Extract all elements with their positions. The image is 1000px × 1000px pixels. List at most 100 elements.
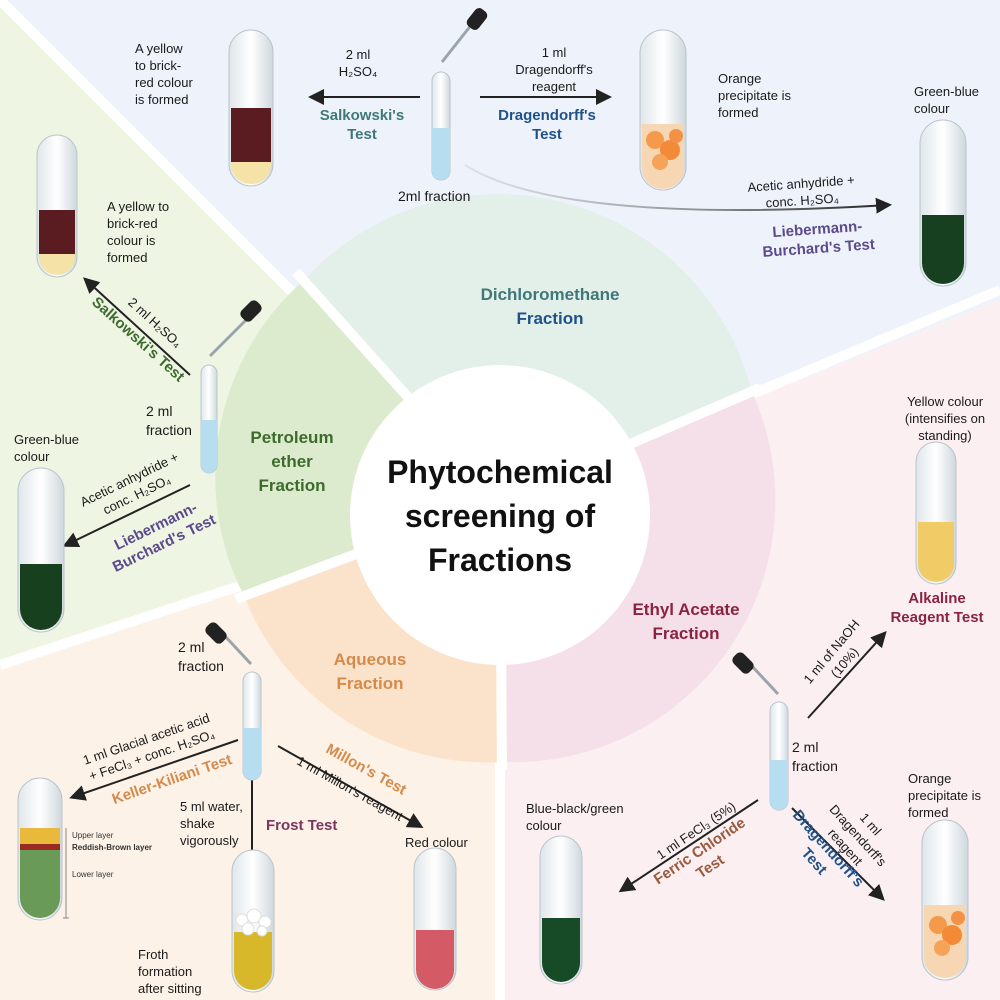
dcm-lb-result-line1: Green-blue <box>914 84 980 99</box>
eth-alk-result-line3: standing) <box>918 428 972 443</box>
eth-drag-result-line3: formed <box>908 805 949 820</box>
eth-drag-result-line2: precipitate is <box>908 788 981 803</box>
aq-millon-arrow <box>277 745 424 828</box>
pet-salk-result-line3: colour is <box>107 233 156 248</box>
arrows <box>62 89 892 904</box>
page-title: Phytochemical screening of Fractions <box>387 454 613 578</box>
aq-kk-tube <box>17 777 69 921</box>
eth-alk-arrow <box>807 631 887 719</box>
fraction-eth-line1: Ethyl Acetate <box>632 600 740 619</box>
aq-millon-tube <box>413 847 457 991</box>
fraction-pet: Petroleum ether Fraction <box>232 426 352 498</box>
aq-fraction-line1: 2 ml <box>178 639 205 655</box>
eth-dropper-icon <box>732 652 780 696</box>
aq-fraction-label: 2 ml fraction <box>178 638 224 676</box>
center-circle <box>350 365 650 665</box>
fraction-pet-line2: ether <box>271 452 313 471</box>
dcm-drag-result-line3: formed <box>718 105 759 120</box>
eth-alk-test-name: Alkaline Reagent Test <box>872 589 1000 627</box>
dcm-lb-result: Green-blue colour <box>914 83 979 117</box>
eth-source-tube <box>769 701 789 811</box>
dcm-lb-arrow <box>464 164 892 214</box>
pet-fraction-line1: 2 ml <box>146 403 173 419</box>
fraction-dcm: Dichloromethane Fraction <box>440 283 660 331</box>
pet-salk-tube <box>36 134 78 278</box>
aq-kk-upper-label: Upper layer <box>72 831 114 840</box>
aq-frost-result-line2: formation <box>138 964 193 979</box>
eth-alk-result: Yellow colour (intensifies on standing) <box>892 393 998 444</box>
fraction-ring <box>215 194 776 771</box>
aq-kk-middle-label: Reddish-Brown layer <box>72 843 153 852</box>
aq-kk-arrow <box>69 739 239 801</box>
pet-lb-result-line2: colour <box>14 449 50 464</box>
eth-fecl-result-line1: Blue-black/green <box>526 801 624 816</box>
pet-fraction-label: 2 ml fraction <box>146 402 192 440</box>
dcm-drag-result-line1: Orange <box>718 71 762 86</box>
pet-salk-result: A yellow to brick-red colour is formed <box>107 198 169 266</box>
eth-fecl-result: Blue-black/green colour <box>526 800 624 834</box>
dcm-salk-result-line4: is formed <box>135 92 189 107</box>
eth-drag-result: Orange precipitate is formed <box>908 770 981 821</box>
dcm-lb-tube <box>919 119 967 287</box>
test-tubes <box>17 8 969 993</box>
pet-lb-result: Green-blue colour <box>14 431 79 465</box>
aq-source-tube <box>242 671 262 781</box>
fraction-pet-line3: Fraction <box>258 476 326 495</box>
fraction-pet-line1: Petroleum <box>250 428 334 447</box>
aq-frost-result: Froth formation after sitting <box>138 946 202 997</box>
aq-frost-reagent: 5 ml water, shake vigorously <box>180 798 243 849</box>
pet-salk-result-line1: A yellow to <box>107 199 170 214</box>
aq-frost-reagent-line2: shake <box>180 816 215 831</box>
aq-frost-reagent-line3: vigorously <box>180 833 239 848</box>
eth-alk-result-line1: Yellow colour <box>906 394 984 409</box>
dcm-drag-reagent-line2: Dragendorff's <box>515 62 593 77</box>
dcm-drag-test-name: Dragendorff's Test <box>482 106 612 144</box>
dcm-salk-tube <box>228 29 274 187</box>
eth-alk-test-line1: Alkaline <box>908 590 966 607</box>
eth-drag-result-line1: Orange <box>908 771 952 786</box>
aq-fraction-line2: fraction <box>178 658 224 674</box>
eth-alk-tube <box>915 441 957 585</box>
dcm-drag-reagent-line1: 1 ml <box>541 45 567 60</box>
dcm-salk-result-line2: to brick- <box>135 58 182 73</box>
eth-alk-result-line2: (intensifies on <box>904 411 986 426</box>
aq-frost-result-line1: Froth <box>138 947 169 962</box>
eth-fraction-line1: 2 ml <box>792 739 819 755</box>
dcm-salk-reagent-line2: H₂SO₄ <box>338 64 378 79</box>
dcm-lb-result-line2: colour <box>914 101 950 116</box>
fraction-dcm-line2: Fraction <box>516 309 584 328</box>
fraction-aq-line1: Aqueous <box>333 650 407 669</box>
dcm-drag-reagent: 1 ml Dragendorff's reagent <box>500 44 608 95</box>
eth-fraction-label: 2 ml fraction <box>792 738 838 776</box>
eth-fecl-result-line2: colour <box>526 818 562 833</box>
eth-drag-arrow <box>791 807 885 901</box>
dcm-salk-test-name: Salkowski's Test <box>302 106 422 144</box>
dcm-salk-reagent: 2 ml H₂SO₄ <box>330 46 386 80</box>
pet-salk-result-line2: brick-red <box>107 216 158 231</box>
pet-lb-tube <box>17 467 65 633</box>
dcm-salk-test-line2: Test <box>347 126 377 143</box>
dcm-salk-reagent-line1: 2 ml <box>345 47 371 62</box>
dcm-salk-test-line1: Salkowski's <box>319 107 405 124</box>
dcm-salk-result-line1: A yellow <box>135 41 183 56</box>
eth-fecl-arrow <box>618 799 759 893</box>
eth-fraction-line2: fraction <box>792 758 838 774</box>
eth-fecl-tube <box>539 835 583 985</box>
pet-salk-arrow <box>83 277 191 376</box>
eth-drag-tube <box>921 819 969 981</box>
pet-lb-arrow <box>62 484 191 547</box>
pet-lb-result-line1: Green-blue <box>14 432 80 447</box>
fraction-eth-line2: Fraction <box>652 624 720 643</box>
dcm-dropper-icon <box>440 8 488 63</box>
dcm-salk-result: A yellow to brick- red colour is formed <box>135 40 193 108</box>
dcm-drag-reagent-line3: reagent <box>531 79 577 94</box>
pet-source-tube <box>200 364 218 474</box>
dcm-drag-test-line2: Test <box>532 126 562 143</box>
dcm-drag-tube <box>639 29 687 191</box>
fraction-eth: Ethyl Acetate Fraction <box>608 598 764 646</box>
aq-frost-reagent-line1: 5 ml water, <box>180 799 243 814</box>
eth-alk-test-line2: Reagent Test <box>890 609 984 626</box>
aq-frost-test-name: Frost Test <box>266 817 338 834</box>
dcm-drag-test-line1: Dragendorff's <box>498 107 596 124</box>
